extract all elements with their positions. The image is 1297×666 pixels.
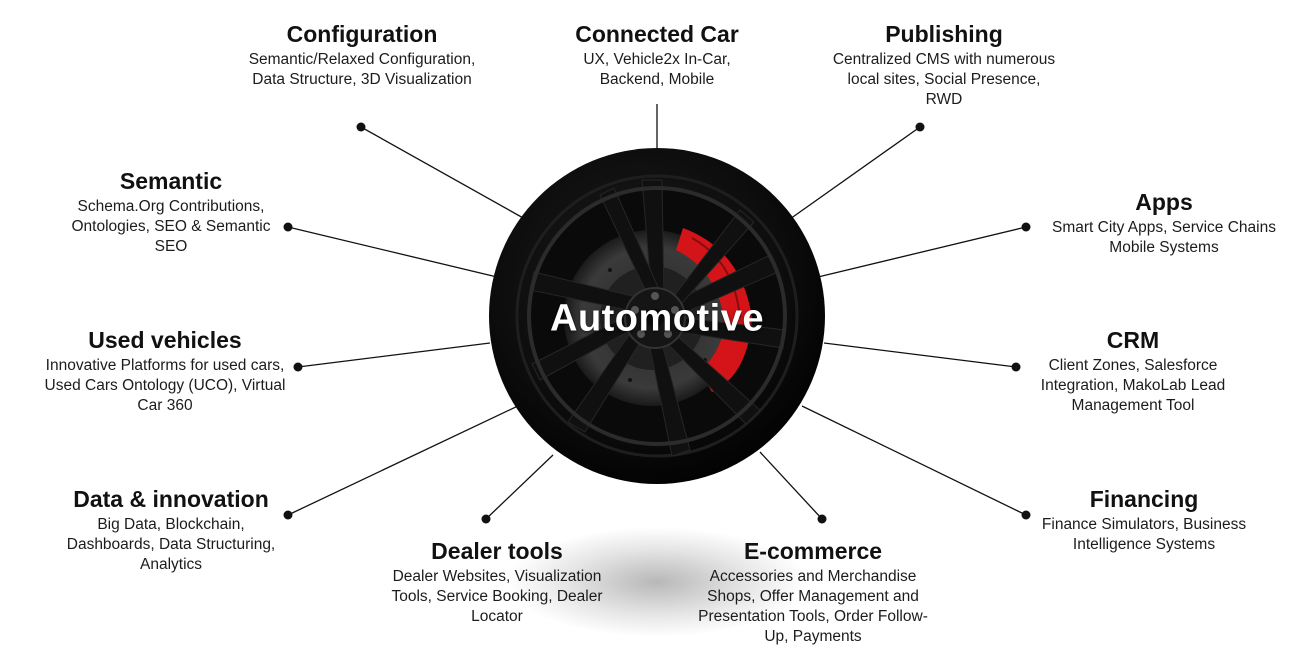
connector-dot: [1011, 362, 1021, 372]
node-title: E-commerce: [743, 538, 883, 564]
node-used-vehicles: Used vehicles Innovative Platforms for u…: [40, 326, 290, 416]
connector-lines: [283, 104, 1031, 524]
node-e-commerce: E-commerce Accessories and Merchandise S…: [692, 537, 934, 647]
node-title: Used vehicles: [88, 327, 242, 353]
connector-semantic: [287, 226, 498, 278]
connector-publishing: [789, 126, 921, 220]
connector-dot: [915, 122, 925, 132]
wheel-shadow: [507, 527, 807, 637]
connector-dot: [481, 514, 491, 524]
connector-dot: [1021, 222, 1031, 232]
connector-data-innovation: [287, 404, 521, 516]
lug-nuts: [631, 292, 679, 338]
node-description: Semantic/Relaxed Configuration, Data Str…: [248, 51, 476, 88]
connector-dot: [283, 222, 293, 232]
connector-dot: [283, 510, 293, 520]
brake-caliper: [676, 228, 752, 392]
node-financing: Financing Finance Simulators, Business I…: [1026, 485, 1262, 555]
node-connected-car: Connected Car UX, Vehicle2x In-Car, Back…: [547, 20, 767, 90]
node-configuration: Configuration Semantic/Relaxed Configura…: [226, 20, 498, 90]
connector-financing: [801, 405, 1027, 516]
node-dealer-tools: Dealer tools Dealer Websites, Visualizat…: [372, 537, 622, 627]
node-description: Smart City Apps, Service Chains Mobile S…: [1052, 219, 1276, 256]
connector-crm: [823, 342, 1017, 368]
node-publishing: Publishing Centralized CMS with numerous…: [832, 20, 1056, 110]
center-label: Automotive: [550, 297, 764, 340]
node-description: Big Data, Blockchain, Dashboards, Data S…: [66, 516, 276, 573]
node-title: Configuration: [286, 21, 438, 47]
node-title: Apps: [1135, 189, 1193, 215]
connector-dot: [356, 122, 366, 132]
node-title: CRM: [1106, 327, 1160, 353]
node-title: Financing: [1089, 486, 1199, 512]
connector-configuration: [360, 126, 526, 220]
node-title: Publishing: [885, 21, 1003, 47]
rim-lip: [527, 186, 787, 446]
node-description: Accessories and Merchandise Shops, Offer…: [698, 568, 928, 645]
node-apps: Apps Smart City Apps, Service Chains Mob…: [1034, 188, 1294, 258]
node-crm: CRM Client Zones, Salesforce Integration…: [1026, 326, 1240, 416]
node-data-innovation: Data & innovation Big Data, Blockchain, …: [55, 485, 287, 575]
node-title: Data & innovation: [73, 486, 269, 512]
wheel-illustration: [489, 148, 825, 484]
connector-e-commerce: [759, 451, 823, 520]
node-title: Dealer tools: [431, 538, 563, 564]
node-description: Finance Simulators, Business Intelligenc…: [1041, 516, 1247, 553]
node-description: Innovative Platforms for used cars, Used…: [44, 357, 286, 414]
connector-dot: [817, 514, 827, 524]
node-description: Schema.Org Contributions, Ontologies, SE…: [71, 198, 271, 255]
connector-dot: [293, 362, 303, 372]
connector-used-vehicles: [297, 342, 491, 368]
connector-dot: [1021, 510, 1031, 520]
connector-apps: [817, 226, 1027, 278]
node-title: Semantic: [119, 168, 223, 194]
node-description: Centralized CMS with numerous local site…: [832, 51, 1056, 108]
node-title: Connected Car: [575, 21, 739, 47]
node-description: Dealer Websites, Visualization Tools, Se…: [391, 568, 603, 625]
tire-sidewall-ring: [515, 174, 799, 458]
node-description: Client Zones, Salesforce Integration, Ma…: [1040, 357, 1226, 414]
node-description: UX, Vehicle2x In-Car, Backend, Mobile: [583, 51, 731, 88]
rim-spokes: [529, 179, 786, 457]
connector-dealer-tools: [485, 454, 554, 520]
node-semantic: Semantic Schema.Org Contributions, Ontol…: [55, 167, 287, 257]
